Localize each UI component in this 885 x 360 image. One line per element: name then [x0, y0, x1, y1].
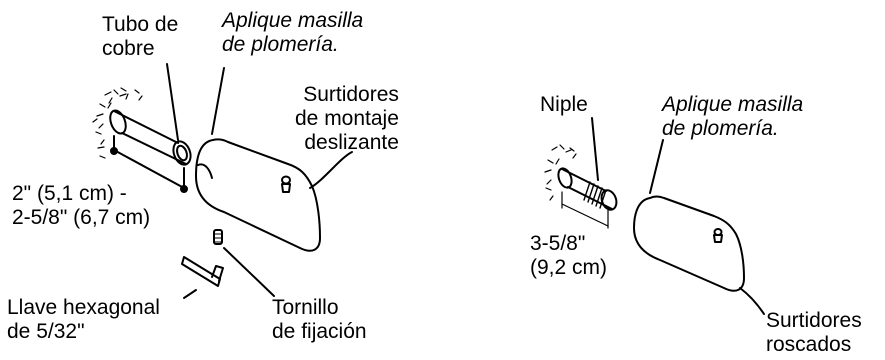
leader-putty-left: [211, 67, 225, 135]
label-slip-fit-line2: de montaje: [295, 107, 399, 130]
label-threaded: Surtidores roscados: [766, 309, 862, 357]
leader-set-screw: [223, 247, 275, 297]
label-putty-left-line2: de plomería.: [222, 33, 339, 56]
set-screw: [213, 229, 223, 245]
threaded-nipple: [557, 167, 618, 211]
label-set-screw-line1: Tornillo: [272, 296, 339, 319]
leader-nipple: [591, 117, 599, 181]
label-length-left-line1: 2" (5,1 cm) -: [12, 182, 127, 205]
threaded-spout: [633, 195, 745, 292]
label-putty-left-line1: Aplique masilla: [222, 9, 364, 32]
label-putty-right: Aplique masilla de plomería.: [662, 93, 803, 141]
label-copper-tube-line1: Tubo de: [102, 13, 179, 36]
wall-texture-left: [92, 87, 143, 159]
label-copper-tube: Tubo de cobre: [102, 13, 178, 61]
label-length-left: 2" (5,1 cm) - 2-5/8" (6,7 cm): [12, 182, 150, 230]
leader-putty-right: [649, 139, 664, 194]
label-set-screw: Tornillo de fijación: [272, 296, 367, 344]
hex-key: [181, 256, 224, 287]
label-putty-right-line1: Aplique masilla: [662, 93, 804, 116]
slip-fit-spout: [195, 138, 321, 252]
label-hex-key: Llave hexagonal de 5/32": [7, 296, 160, 344]
label-set-screw-line2: de fijación: [272, 320, 367, 343]
label-length-right-line2: (9,2 cm): [530, 256, 608, 279]
dimension-right: [561, 191, 609, 229]
dimension-left: [110, 135, 188, 193]
label-threaded-line1: Surtidores: [766, 309, 862, 332]
label-slip-fit: Surtidores de montaje deslizante: [295, 83, 399, 155]
label-hex-key-line1: Llave hexagonal: [7, 296, 160, 319]
label-length-right-line1: 3-5/8": [530, 232, 586, 255]
label-copper-tube-line2: cobre: [102, 37, 155, 60]
label-slip-fit-line1: Surtidores: [303, 83, 399, 106]
leader-threaded: [739, 287, 765, 315]
leader-slip-fit: [309, 151, 353, 189]
wall-texture-right: [544, 144, 577, 201]
copper-tube: [109, 109, 192, 166]
leader-copper-tube: [166, 63, 179, 141]
label-putty-left: Aplique masilla de plomería.: [222, 9, 363, 57]
label-putty-right-line2: de plomería.: [662, 117, 779, 140]
label-nipple: Niple: [540, 93, 588, 116]
label-hex-key-line2: de 5/32": [7, 320, 85, 343]
label-slip-fit-line3: deslizante: [304, 131, 399, 154]
leader-hex-key: [183, 289, 197, 299]
label-length-left-line2: 2-5/8" (6,7 cm): [12, 206, 151, 229]
label-length-right: 3-5/8" (9,2 cm): [530, 232, 607, 280]
label-threaded-line2: roscados: [766, 333, 852, 356]
